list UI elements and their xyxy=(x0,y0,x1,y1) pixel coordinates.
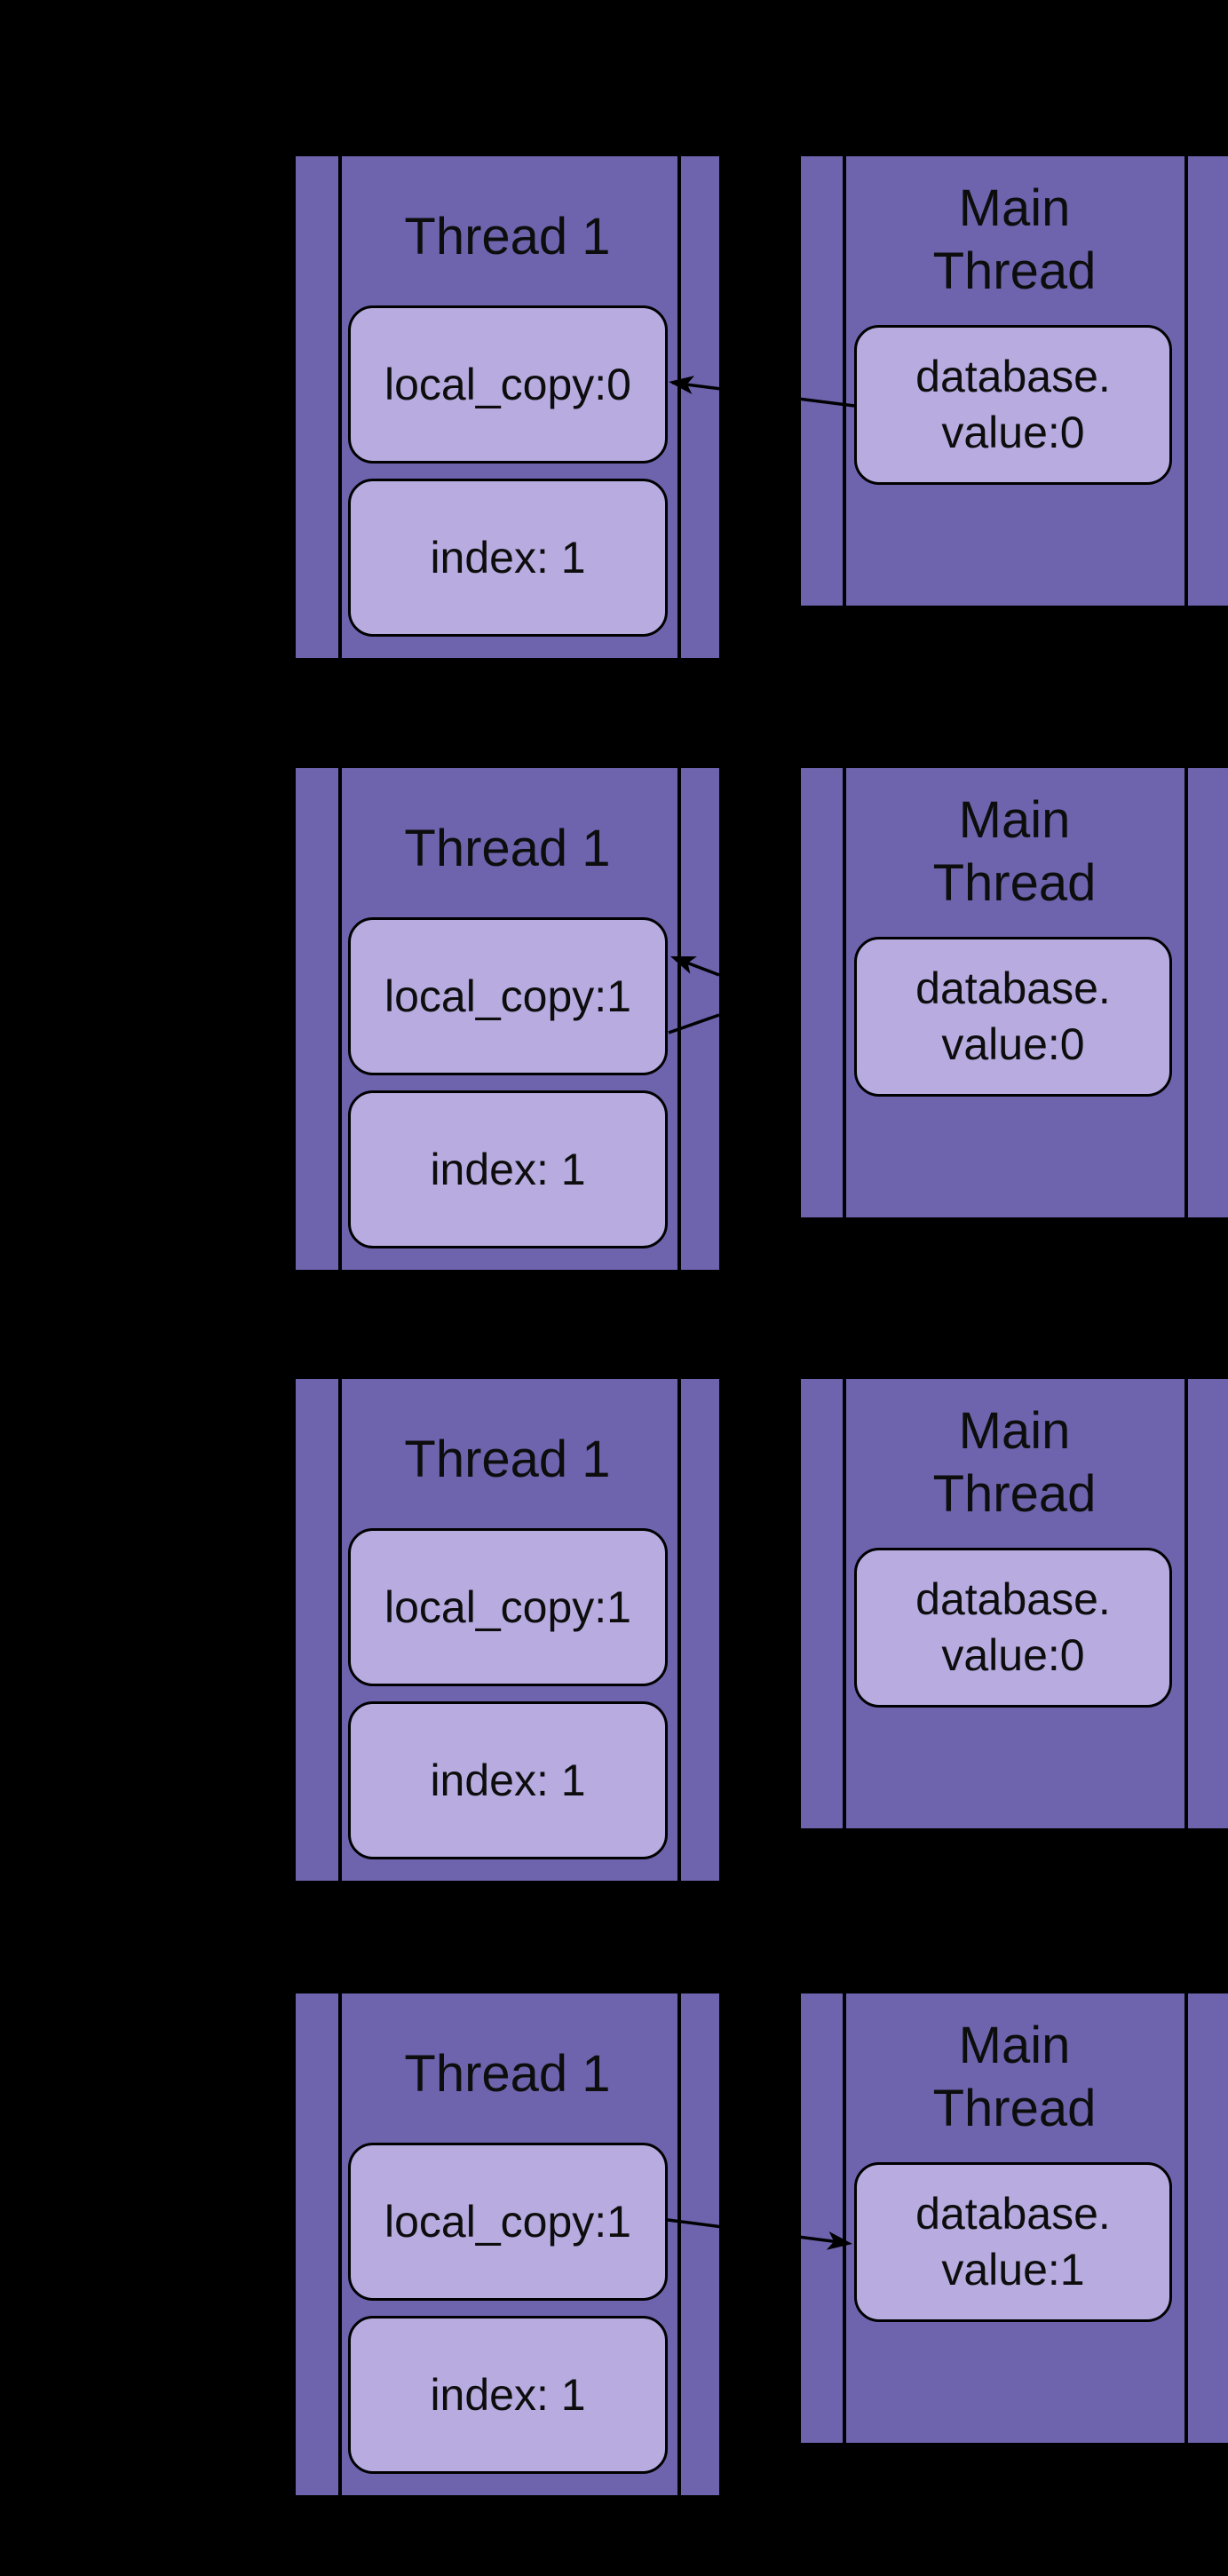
database-value: database.value:0 xyxy=(915,352,1111,457)
local-copy-value: local_copy:1 xyxy=(384,971,631,1021)
index-value: index: 1 xyxy=(430,532,586,583)
index-value: index: 1 xyxy=(430,1144,586,1194)
thread1-lane-title: Thread 1 xyxy=(404,2045,611,2103)
lane-divider-line xyxy=(1184,156,1188,606)
local-copy-box: local_copy:1 xyxy=(348,917,668,1075)
local-copy-box: local_copy:0 xyxy=(348,305,668,464)
lane-divider-line xyxy=(843,768,846,1217)
database-value-box: database.value:0 xyxy=(854,1548,1172,1708)
database-value-box: database.value:1 xyxy=(854,2162,1172,2322)
thread1-lane: Thread 1 local_copy:1 index: 1 xyxy=(296,768,719,1270)
database-value: database.value:0 xyxy=(915,1574,1111,1680)
index-box: index: 1 xyxy=(348,1090,668,1248)
thread1-lane-title: Thread 1 xyxy=(404,1431,611,1488)
thread1-lane: Thread 1 local_copy:1 index: 1 xyxy=(296,1993,719,2495)
lane-divider-line xyxy=(843,1379,846,1828)
lane-divider-line xyxy=(1184,1993,1188,2443)
thread1-lane: Thread 1 local_copy:1 index: 1 xyxy=(296,1379,719,1881)
lane-divider-line xyxy=(843,1993,846,2443)
local-copy-value: local_copy:0 xyxy=(384,359,631,409)
local-copy-box: local_copy:1 xyxy=(348,1528,668,1686)
thread1-lane-title: Thread 1 xyxy=(404,820,611,877)
lane-divider-line xyxy=(843,156,846,606)
local-copy-box: local_copy:1 xyxy=(348,2143,668,2301)
lane-divider-line xyxy=(338,1379,342,1881)
database-value: database.value:1 xyxy=(915,2189,1111,2295)
index-box: index: 1 xyxy=(348,2316,668,2474)
lane-divider-line xyxy=(338,768,342,1270)
lane-divider-line xyxy=(338,1993,342,2495)
lane-divider-line xyxy=(1184,768,1188,1217)
index-value: index: 1 xyxy=(430,1755,586,1805)
thread1-lane: Thread 1 local_copy:0 index: 1 xyxy=(296,156,719,658)
local-copy-value: local_copy:1 xyxy=(384,1581,631,1632)
thread1-lane-title: Thread 1 xyxy=(404,208,611,266)
lane-divider-line xyxy=(338,156,342,658)
index-box: index: 1 xyxy=(348,1701,668,1859)
database-value-box: database.value:0 xyxy=(854,937,1172,1097)
index-box: index: 1 xyxy=(348,479,668,637)
lane-divider-line xyxy=(1184,1379,1188,1828)
database-value-box: database.value:0 xyxy=(854,325,1172,485)
lane-divider-line xyxy=(677,1379,681,1881)
database-value: database.value:0 xyxy=(915,963,1111,1069)
index-value: index: 1 xyxy=(430,2369,586,2420)
local-copy-value: local_copy:1 xyxy=(384,2196,631,2247)
